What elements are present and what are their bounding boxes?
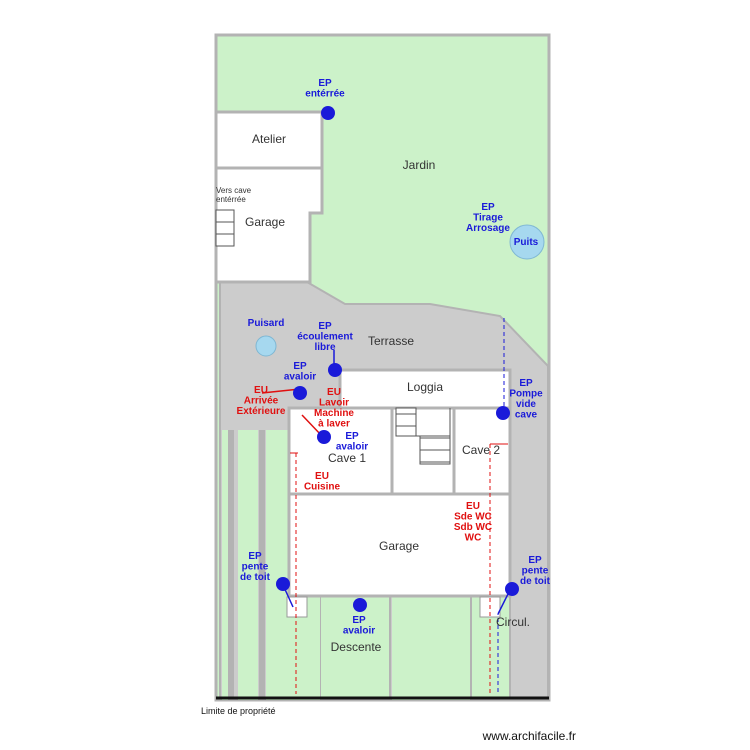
label-line: cave — [515, 410, 538, 421]
stair-icon — [419, 435, 451, 465]
room-label-cave2: Cave 2 — [462, 443, 500, 457]
label-line: EP — [345, 431, 359, 442]
label-line: Cuisine — [304, 482, 341, 493]
property-limit-label: Limite de propriété — [201, 706, 276, 716]
ep-point-icon — [317, 430, 331, 444]
label-line: EP — [318, 78, 332, 89]
label-line: EP — [293, 361, 307, 372]
room-label-descente: Descente — [331, 640, 382, 654]
ep-point-icon — [353, 598, 367, 612]
stair-icon — [215, 209, 235, 247]
label-line: EP — [318, 321, 332, 332]
eu-pipe — [261, 388, 301, 394]
label-line: EP — [519, 378, 533, 389]
label-line: avaloir — [336, 442, 368, 453]
room-label-garage-main: Garage — [379, 539, 419, 553]
room-label-jardin: Jardin — [403, 158, 436, 172]
ep-point-icon — [293, 386, 307, 400]
room-label-circul: Circul. — [496, 615, 530, 629]
label-line: EU — [254, 385, 268, 396]
label-line: Lavoir — [319, 398, 349, 409]
label-line: à laver — [318, 419, 350, 430]
label-line: EP — [248, 551, 262, 562]
puisard-icon — [255, 335, 277, 357]
garden-patch — [392, 596, 470, 700]
puits-label: Puits — [514, 237, 539, 248]
label-line: de toit — [240, 572, 271, 583]
loggia-room — [338, 368, 512, 410]
garden-strip — [238, 430, 258, 700]
label-line: avaloir — [343, 626, 375, 637]
puisard-label: Puisard — [248, 318, 285, 329]
label-line: EU — [327, 387, 341, 398]
label-line: EU — [315, 471, 329, 482]
ep-point-icon — [496, 406, 510, 420]
stair-curve — [415, 408, 451, 437]
stair-icon — [395, 407, 417, 437]
label-line: Sde WC — [454, 512, 492, 523]
room-label-atelier: Atelier — [252, 132, 286, 146]
puits-icon — [509, 224, 545, 260]
label-line: EP — [481, 202, 495, 213]
room-label-cave1: Cave 1 — [328, 451, 366, 465]
room-label-garage-top: Garage — [245, 215, 285, 229]
ep-point-icon — [505, 582, 519, 596]
cave2-room — [452, 406, 512, 496]
garden-strip — [266, 430, 288, 700]
label-line: Machine — [314, 408, 354, 419]
ep-point-icon — [276, 577, 290, 591]
ep-point-icon — [321, 106, 335, 120]
ep-point-icon — [328, 363, 342, 377]
cave-note-line2: entérrée — [216, 195, 246, 204]
label-line: EP — [352, 615, 366, 626]
label-line: écoulement — [297, 332, 353, 343]
label-line: entérrée — [305, 89, 345, 100]
label-line: Arrosage — [466, 223, 510, 234]
label-line: Pompe — [509, 389, 543, 400]
garage-main-room — [287, 492, 512, 598]
cave-note-line1: Vers cave — [216, 186, 252, 195]
downpipe-box — [286, 596, 308, 618]
label-line: Tirage — [473, 213, 503, 224]
label-line: Arrivée — [244, 396, 279, 407]
label-line: Extérieure — [237, 406, 286, 417]
label-line: vide — [516, 399, 536, 410]
label-line: pente — [522, 566, 549, 577]
label-line: pente — [242, 562, 269, 573]
room-label-loggia: Loggia — [407, 380, 443, 394]
label-line: de toit — [520, 576, 551, 587]
watermark: www.archifacile.fr — [482, 729, 576, 743]
label-line: Sdb WC — [454, 522, 492, 533]
label-line: EP — [528, 555, 542, 566]
label-line: WC — [465, 533, 482, 544]
room-label-terrasse: Terrasse — [368, 334, 414, 348]
label-line: avaloir — [284, 372, 316, 383]
label-line: libre — [314, 342, 336, 353]
label-line: EU — [466, 501, 480, 512]
garage-top-room — [214, 166, 324, 284]
garden-strip — [222, 430, 230, 700]
